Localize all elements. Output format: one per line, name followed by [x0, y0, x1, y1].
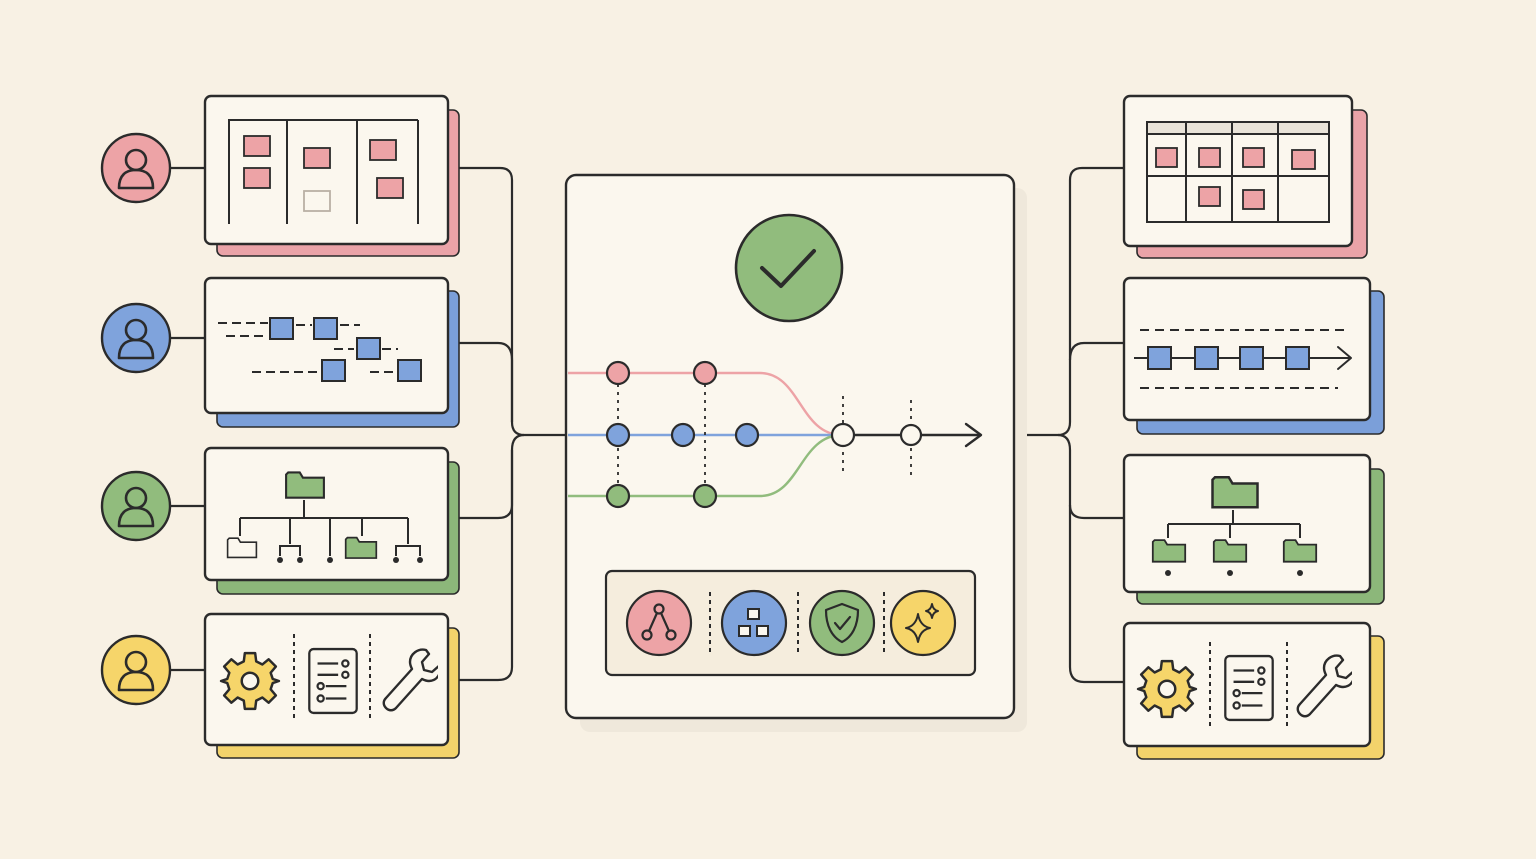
tool-sparkle[interactable]: [889, 589, 957, 657]
commit-node[interactable]: [670, 422, 696, 448]
shield-check-icon: [824, 602, 860, 644]
kanban-cards: [243, 135, 404, 212]
input-card-kanban[interactable]: [203, 94, 460, 257]
merge-node[interactable]: [899, 423, 923, 447]
folder-tree: [1151, 475, 1318, 576]
branch-icon: [641, 603, 677, 641]
user-avatar-blue[interactable]: [100, 302, 205, 374]
folder-tree: [226, 471, 423, 563]
gear-icon: [219, 651, 281, 711]
tool-bar: [604, 569, 977, 677]
output-card-calendar[interactable]: [1122, 94, 1368, 259]
commit-node[interactable]: [692, 360, 718, 386]
tool-security[interactable]: [808, 589, 876, 657]
right-connectors: [1014, 166, 1124, 684]
output-card-folder-tree[interactable]: [1122, 453, 1385, 605]
merge-graph: [568, 360, 983, 509]
commit-node[interactable]: [692, 483, 718, 509]
input-card-gantt[interactable]: [203, 276, 460, 428]
commit-node[interactable]: [605, 422, 631, 448]
gear-icon: [1136, 659, 1198, 719]
calendar-grid: [1146, 121, 1330, 223]
gantt-timeline: [218, 322, 398, 373]
commit-node[interactable]: [734, 422, 760, 448]
user-avatar-green[interactable]: [100, 470, 205, 542]
output-card-settings[interactable]: [1122, 621, 1385, 760]
output-card-pipeline[interactable]: [1122, 276, 1385, 435]
sparkle-icon: [905, 603, 939, 643]
user-avatar-red[interactable]: [100, 132, 205, 204]
merge-node[interactable]: [830, 422, 856, 448]
gantt-tasks: [269, 317, 422, 382]
tool-blocks[interactable]: [720, 589, 788, 657]
commit-node[interactable]: [605, 360, 631, 386]
blocks-icon: [738, 608, 769, 637]
user-avatar-yellow[interactable]: [100, 634, 205, 706]
input-card-settings[interactable]: [203, 612, 460, 759]
checkmark-icon: [760, 249, 816, 288]
input-card-folder-tree[interactable]: [203, 446, 460, 595]
commit-node[interactable]: [605, 483, 631, 509]
approval-status: [734, 213, 844, 323]
tool-branch[interactable]: [625, 589, 693, 657]
left-connectors: [448, 166, 566, 682]
pipeline-flow: [1134, 329, 1352, 389]
kanban-board: [228, 119, 419, 224]
central-hub[interactable]: [564, 173, 1027, 732]
